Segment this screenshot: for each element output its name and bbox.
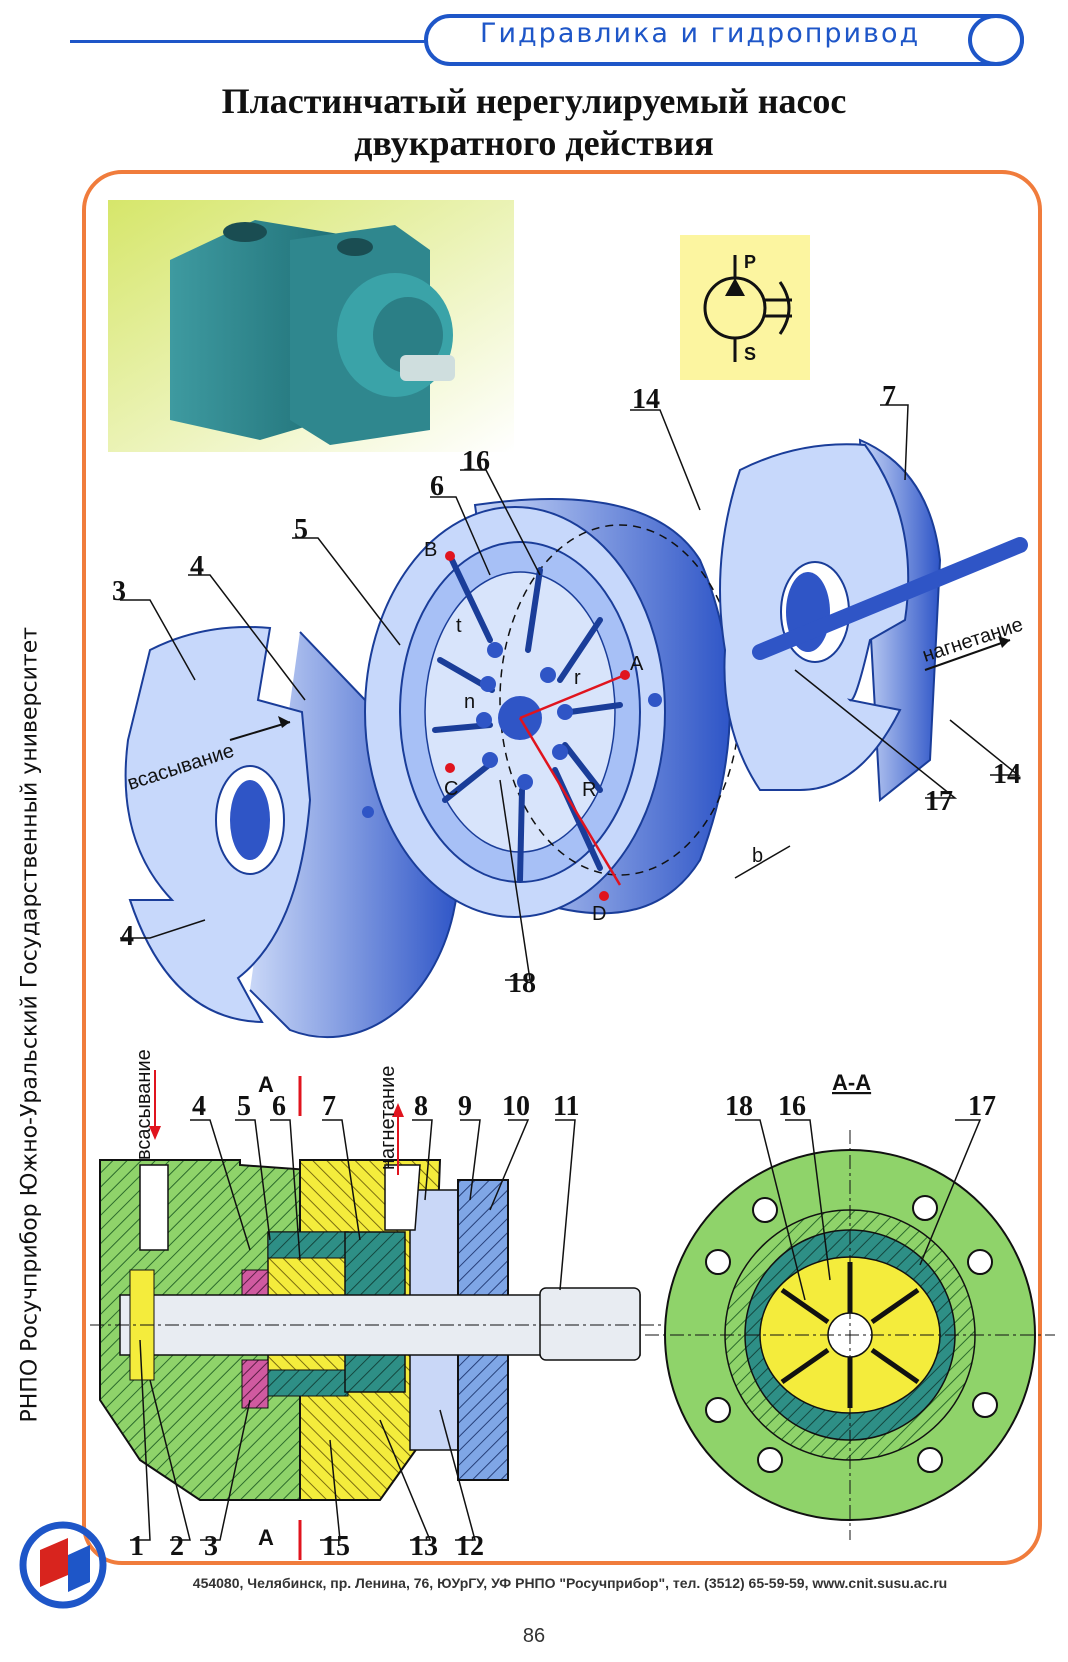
section-aa-view: А-А xyxy=(645,1070,1055,1540)
sec-part-5: 5 xyxy=(237,1091,251,1122)
sec-part-6: 6 xyxy=(272,1091,286,1122)
part-14-top: 14 xyxy=(632,384,660,415)
page-title-line2: двукратного действия xyxy=(354,123,714,163)
part-4-top: 4 xyxy=(190,551,204,582)
vane-holes xyxy=(476,642,573,790)
sec-part-10: 10 xyxy=(502,1091,530,1122)
sec-part-1: 1 xyxy=(130,1531,144,1562)
section-leaders xyxy=(130,1119,576,1541)
point-b-width: b xyxy=(752,845,763,867)
sec-part-7: 7 xyxy=(322,1091,336,1122)
point-b: B xyxy=(424,539,437,561)
sec-part-8: 8 xyxy=(414,1091,428,1122)
part-6: 6 xyxy=(430,471,444,502)
aa-vanes xyxy=(780,1262,920,1408)
sec-part-13: 13 xyxy=(410,1531,438,1562)
cross-section: всасывание нагнетание А А xyxy=(90,1049,665,1560)
exploded-leaders xyxy=(120,404,1021,981)
section-pill xyxy=(424,14,1024,66)
aa-part-18: 18 xyxy=(725,1091,753,1122)
part-14-bottom: 14 xyxy=(993,759,1021,790)
section-title: Гидравлика и гидропривод xyxy=(480,18,921,49)
sec-part-3: 3 xyxy=(204,1531,218,1562)
section-aa-label: А-А xyxy=(832,1070,871,1095)
aa-part-numbers: 18 16 17 xyxy=(725,1091,996,1122)
part-18: 18 xyxy=(508,968,536,999)
section-part-numbers: 4 5 6 7 8 9 10 11 1 2 3 15 13 12 xyxy=(130,1091,579,1562)
exploded-part-numbers: 3 4 4 5 6 16 14 7 14 17 18 xyxy=(112,381,1021,999)
part-4-bottom: 4 xyxy=(120,921,134,952)
logo xyxy=(19,1521,107,1609)
pump-symbol: P S xyxy=(680,235,810,380)
section-suction: всасывание xyxy=(133,1049,155,1160)
footer-address: 454080, Челябинск, пр. Ленина, 76, ЮУрГУ… xyxy=(192,1575,948,1591)
sec-part-11: 11 xyxy=(553,1091,579,1122)
sec-part-4: 4 xyxy=(192,1091,206,1122)
point-t: t xyxy=(456,615,462,637)
sec-part-15: 15 xyxy=(322,1531,350,1562)
part-16: 16 xyxy=(462,446,490,477)
aa-part-16: 16 xyxy=(778,1091,806,1122)
header-circle xyxy=(968,14,1024,66)
content-frame xyxy=(82,170,1042,1565)
point-n: n xyxy=(464,691,475,713)
symbol-p: P xyxy=(744,252,756,272)
radius-lines: B A C D t r R n b xyxy=(424,539,791,925)
bolt-holes xyxy=(705,1195,998,1473)
right-disk: нагнетание xyxy=(719,438,1028,802)
point-R: R xyxy=(582,779,596,801)
page-number: 86 xyxy=(522,1625,546,1647)
sec-part-2: 2 xyxy=(170,1531,184,1562)
point-r: r xyxy=(574,667,581,689)
sec-part-12: 12 xyxy=(456,1531,484,1562)
point-c: C xyxy=(444,778,458,800)
stator-ring xyxy=(364,498,741,918)
part-3: 3 xyxy=(112,576,126,607)
part-7: 7 xyxy=(882,381,896,412)
pump-photo xyxy=(108,200,514,452)
aa-part-17: 17 xyxy=(968,1091,996,1122)
section-discharge: нагнетание xyxy=(377,1066,399,1170)
point-a: A xyxy=(630,653,644,675)
symbol-s: S xyxy=(744,344,756,364)
cut-marker-top: А xyxy=(258,1072,274,1097)
sec-part-9: 9 xyxy=(458,1091,472,1122)
part-5: 5 xyxy=(294,514,308,545)
page-title-line1: Пластинчатый нерегулируемый насос xyxy=(221,81,847,121)
cut-marker-bottom: А xyxy=(258,1525,274,1550)
aa-leaders xyxy=(735,1119,982,1301)
header-rule xyxy=(70,40,430,43)
point-d: D xyxy=(592,903,606,925)
part-17: 17 xyxy=(925,786,953,817)
